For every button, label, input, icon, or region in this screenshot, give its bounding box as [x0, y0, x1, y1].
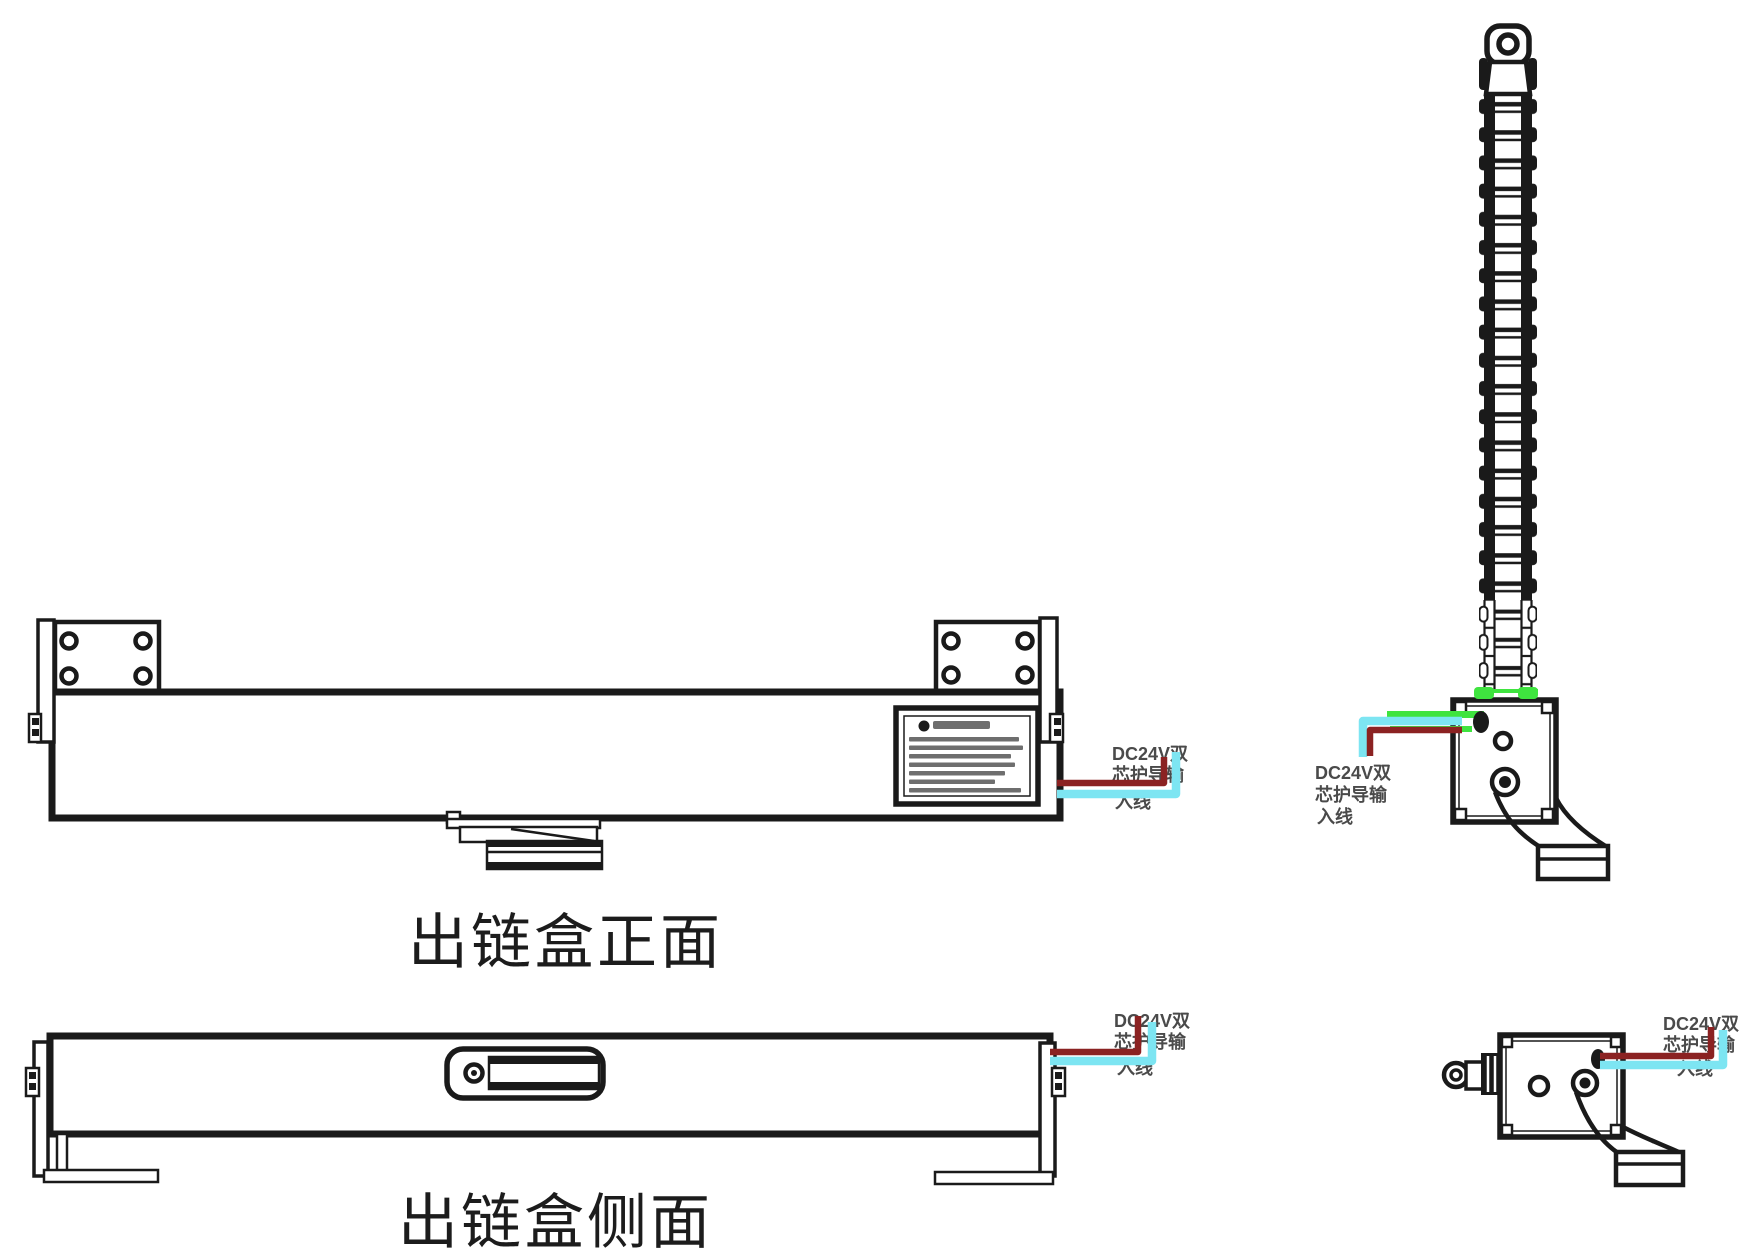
front-view: DC24V双 芯护导输 入线: [27, 616, 1188, 871]
bolt-hole: [59, 666, 79, 686]
bolt-hole: [941, 631, 961, 651]
bolt-hole: [941, 665, 961, 685]
chain-links-lower: [1479, 600, 1537, 692]
nameplate: [893, 705, 1041, 807]
chain-output-box: [1450, 697, 1559, 825]
chain-stub: [1441, 1053, 1501, 1095]
chain-output-box: [1497, 1032, 1626, 1140]
wire-red: [1600, 1027, 1715, 1060]
bolt-hole: [59, 631, 79, 651]
wire-entry-hole: [1473, 711, 1489, 733]
chain-slot: [444, 1046, 606, 1101]
end-plate-right: [1038, 616, 1059, 744]
nameplate-logo-icon: [918, 720, 930, 732]
wire-input-label-line1: DC24V双: [1663, 1014, 1739, 1034]
side-view-title: 出链盒侧面: [398, 1190, 713, 1248]
highlight-green: [1476, 689, 1538, 693]
end-plate-left: [36, 618, 56, 744]
bracket-arm: [1553, 796, 1609, 849]
side-view: DC24V双 芯护导输 入线: [24, 1011, 1190, 1186]
end-plate-left: [32, 1040, 50, 1178]
wire-red: [1057, 757, 1168, 787]
chain-neck: [1483, 59, 1533, 97]
mounting-foot-left: [42, 1132, 160, 1184]
bracket-arm: [1573, 1091, 1620, 1155]
highlight-green: [1387, 711, 1484, 718]
bolt-hole: [1015, 665, 1035, 685]
chain-retracted-view: DC24V双 芯护导输 入线: [1441, 1014, 1739, 1188]
wire-input-label-line1: DC24V双: [1114, 1011, 1190, 1031]
wire-cyan: [1600, 1030, 1728, 1070]
wire-input-label-line1: DC24V双: [1112, 744, 1188, 764]
bracket-foot: [1535, 843, 1611, 882]
wire-red: [1050, 1016, 1142, 1056]
wire-red: [1366, 726, 1462, 756]
wire-input-label-line1: DC24V双: [1315, 763, 1391, 783]
mounting-foot-right: [933, 1170, 1055, 1186]
bracket-arm: [1621, 1125, 1682, 1156]
highlight-green: [1474, 687, 1494, 699]
front-view-title: 出链盒正面: [408, 910, 723, 976]
wire-input-label-line2: 芯护导输: [1315, 784, 1388, 805]
chain-eyelet: [1496, 32, 1520, 56]
screw-hole: [1527, 1074, 1551, 1098]
chain-links-upper: [1479, 92, 1537, 600]
highlight-green: [1518, 687, 1538, 699]
wire-cyan: [1057, 752, 1181, 799]
bracket-arm: [1492, 791, 1542, 849]
bracket-foot: [1613, 1149, 1686, 1188]
bolt-hole: [133, 666, 153, 686]
chain-extended-view: DC24V双 芯护导输 入线: [1315, 23, 1611, 882]
wire-cyan: [1358, 716, 1462, 757]
bolt-hole: [133, 631, 153, 651]
wire-input-label-line2: 芯护导输: [1663, 1034, 1736, 1055]
chain-exit-bracket: [445, 810, 604, 871]
wire-cyan: [1050, 1022, 1157, 1066]
screw-hole: [1492, 730, 1514, 752]
wire-input-label-line3: 入线: [1317, 806, 1353, 827]
bolt-hole: [1015, 631, 1035, 651]
